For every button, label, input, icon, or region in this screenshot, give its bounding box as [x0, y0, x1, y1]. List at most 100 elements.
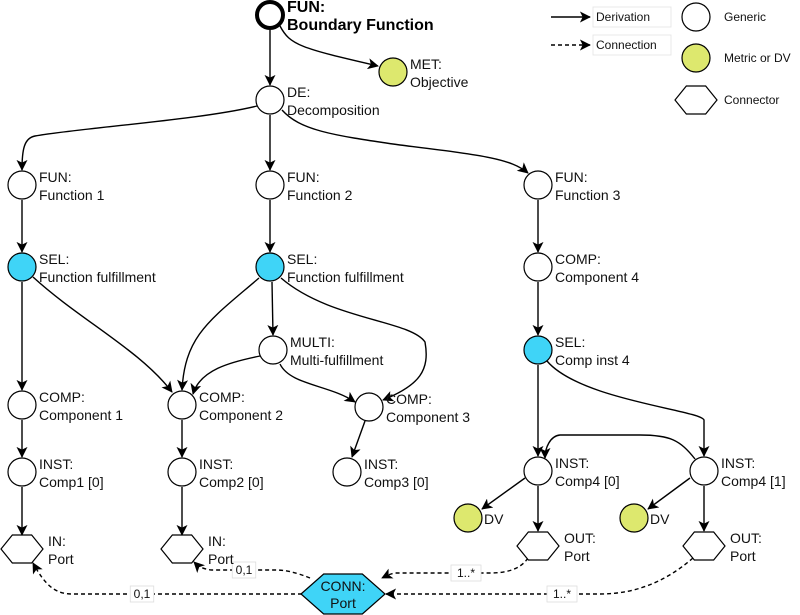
node-objective[interactable]: MET: Objective	[378, 56, 469, 90]
generic-circle-icon	[258, 335, 288, 365]
svg-text:1..*: 1..*	[553, 587, 571, 601]
node-name-label: Comp2 [0]	[199, 474, 264, 490]
generic-circle-icon	[689, 456, 719, 486]
node-type-label: FUN:	[39, 169, 72, 185]
derivation-edge-multi-to-comp2[interactable]	[190, 355, 261, 395]
node-conn[interactable]: CONN:Port	[300, 573, 386, 615]
legend-connector: Connector	[674, 85, 779, 115]
svg-text:Metric or DV: Metric or DV	[724, 51, 791, 65]
connection-edge-conn-to-in1[interactable]	[32, 562, 302, 595]
derivation-edge-sel2-to-comp2[interactable]	[177, 277, 260, 391]
legend-connection: Connection	[551, 34, 672, 56]
node-decomp[interactable]: DE:Decomposition	[255, 84, 380, 118]
derivation-edge-inst41-to-dv1[interactable]	[647, 477, 691, 510]
svg-text:1..*: 1..*	[457, 566, 475, 580]
derivation-edge-sel3-to-inst41[interactable]	[546, 360, 710, 457]
metric-circle-icon	[378, 57, 408, 87]
node-type-label: INST:	[364, 456, 398, 472]
derivation-edge-inst41-to-inst40[interactable]	[539, 434, 696, 460]
node-name-label: Component 2	[199, 407, 283, 423]
generic-circle-icon	[332, 457, 362, 487]
connector-hexagon-icon	[0, 534, 44, 564]
multiplicity-label: 0,1	[231, 561, 257, 579]
node-inst3[interactable]: INST: Comp3 [0]	[332, 456, 429, 490]
node-type-label: COMP:	[39, 389, 85, 405]
node-type-label: MET:	[410, 56, 442, 72]
node-sel3[interactable]: SEL:Comp inst 4	[523, 334, 630, 368]
derivation-edge-sel1-to-comp2[interactable]	[32, 276, 173, 393]
node-out1[interactable]: OUT:Port	[682, 530, 762, 564]
node-inst1[interactable]: INST: Comp1 [0]	[7, 456, 104, 490]
node-sel2[interactable]: SEL:Function fulfillment	[255, 251, 404, 285]
node-comp2[interactable]: COMP:Component 2	[167, 389, 283, 423]
svg-text:Connector: Connector	[724, 93, 779, 107]
node-type-label: INST:	[555, 455, 589, 471]
node-f2[interactable]: FUN:Function 2	[255, 169, 353, 203]
node-type-label: IN:	[208, 533, 226, 549]
svg-text:Derivation: Derivation	[596, 10, 650, 24]
multiplicity-label: 1..*	[546, 585, 578, 603]
derivation-edge-decomp-to-f1[interactable]	[16, 105, 258, 171]
node-comp1[interactable]: COMP: Component 1	[7, 389, 123, 423]
node-out0[interactable]: OUT:Port	[516, 530, 596, 564]
generic-circle-icon	[354, 392, 384, 422]
node-name-label: Component 3	[386, 409, 470, 425]
node-sel1[interactable]: SEL:Function fulfillment	[7, 251, 156, 285]
node-inst41[interactable]: INST: Comp4 [1]	[689, 455, 786, 489]
node-dv1[interactable]: DV	[619, 503, 670, 533]
generic-circle-icon	[167, 390, 197, 420]
generic-circle-icon	[7, 457, 37, 487]
derivation-edge-comp3-to-inst3[interactable]	[350, 420, 366, 458]
derivation-edge-inst40-to-dv0[interactable]	[481, 477, 526, 510]
node-inst2[interactable]: INST:Comp2 [0]	[167, 456, 264, 490]
node-type-label: INST:	[39, 456, 73, 472]
node-type-label: FUN:	[555, 169, 588, 185]
svg-text:0,1: 0,1	[134, 587, 151, 601]
node-multi[interactable]: MULTI:Multi-fulfillment	[258, 334, 383, 368]
node-boundary[interactable]: FUN:Boundary Function	[255, 0, 434, 34]
node-f1[interactable]: FUN:Function 1	[7, 169, 105, 203]
connector-hexagon-icon	[516, 531, 560, 561]
conn-hexagon-icon	[300, 573, 386, 615]
node-in2[interactable]: IN: Port	[160, 533, 234, 567]
node-name-label: Port	[208, 551, 234, 567]
node-name-label: Comp1 [0]	[39, 474, 104, 490]
legend-derivation: Derivation	[551, 6, 672, 28]
node-name-label: Comp4 [0]	[555, 473, 620, 489]
generic-circle-icon	[255, 0, 285, 30]
node-type-label: DE:	[287, 84, 310, 100]
node-type-label: INST:	[721, 455, 755, 471]
node-inst40[interactable]: INST: Comp4 [0]	[523, 455, 620, 489]
node-dv0[interactable]: DV	[453, 503, 504, 533]
node-type-label: DV	[484, 511, 504, 527]
node-comp4[interactable]: COMP:Component 4	[523, 251, 639, 285]
derivation-edge-boundary-to-objective[interactable]	[279, 25, 379, 70]
node-name-label: Comp3 [0]	[364, 474, 429, 490]
node-in1[interactable]: IN:Port	[0, 533, 74, 567]
node-type-label: DV	[650, 511, 670, 527]
node-name-label: Boundary Function	[287, 17, 434, 34]
node-name-label: Function fulfillment	[39, 269, 156, 285]
derivation-edge-sel2-to-comp3[interactable]	[280, 277, 427, 402]
derivation-edge-decomp-to-f3[interactable]	[281, 109, 529, 174]
generic-circle-icon	[523, 456, 553, 486]
metric-circle-icon	[619, 503, 649, 533]
svg-text:Connection: Connection	[596, 38, 657, 52]
node-name-label: Port	[730, 548, 756, 564]
selection-circle-icon	[523, 335, 553, 365]
node-name-label: Component 1	[39, 407, 123, 423]
generic-circle-icon	[255, 170, 285, 200]
node-name-label: Comp4 [1]	[721, 473, 786, 489]
derivation-edge-sel2-to-multi[interactable]	[267, 281, 279, 336]
node-name-label: Objective	[410, 74, 469, 90]
connector-hexagon-icon	[160, 534, 204, 564]
node-type-label: OUT:	[564, 530, 596, 546]
node-comp3[interactable]: COMP:Component 3	[354, 391, 470, 425]
selection-circle-icon	[7, 252, 37, 282]
node-type-label: FUN:	[287, 0, 325, 16]
connection-edge-conn-to-in2[interactable]	[193, 561, 311, 579]
node-f3[interactable]: FUN:Function 3	[523, 169, 621, 203]
connection-edge-out1-to-conn[interactable]	[385, 557, 694, 600]
metric-circle-icon	[681, 43, 711, 73]
derivation-edge-multi-to-comp3[interactable]	[279, 363, 356, 403]
